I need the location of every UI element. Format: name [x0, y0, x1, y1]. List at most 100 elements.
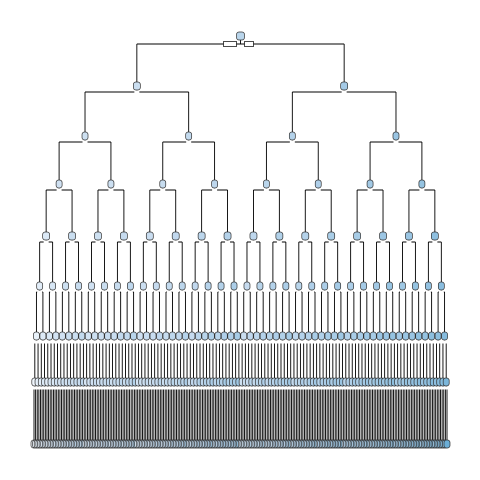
- tree-edge: [308, 290, 316, 332]
- tree-node: [71, 331, 79, 341]
- split-label-box: [395, 386, 401, 390]
- tree-node: [36, 281, 44, 291]
- tree-edge: [224, 386, 228, 440]
- split-label-box: [129, 386, 135, 390]
- tree-edge: [282, 290, 290, 332]
- split-label-box: [58, 386, 64, 390]
- split-label-box: [187, 386, 193, 390]
- tree-node: [344, 331, 351, 341]
- tree-edge: [48, 290, 57, 332]
- tree-edge: [33, 386, 37, 440]
- tree-edge: [220, 240, 235, 282]
- tree-node: [373, 281, 380, 291]
- tree-node: [408, 331, 416, 341]
- split-label-box: [351, 340, 357, 344]
- split-label-box: [272, 386, 278, 390]
- tree-edge: [195, 386, 199, 440]
- split-label-box: [93, 386, 99, 390]
- split-label-box: [380, 240, 386, 244]
- tree-node: [331, 331, 338, 341]
- tree-node: [175, 331, 183, 341]
- split-label-box: [40, 340, 46, 344]
- tree-edge: [358, 340, 363, 378]
- tree-edge: [100, 290, 109, 332]
- tree-edge: [204, 290, 212, 332]
- tree-edge: [408, 188, 436, 232]
- tree-node: [399, 281, 406, 291]
- split-label-box: [32, 386, 38, 390]
- split-label-box: [310, 386, 316, 390]
- split-label-box: [191, 386, 197, 390]
- split-label-box: [119, 386, 125, 390]
- split-label-box: [255, 386, 261, 390]
- tree-edge: [65, 386, 69, 440]
- split-label-box: [354, 240, 360, 244]
- tree-edge: [269, 290, 277, 332]
- tree-edge: [218, 386, 221, 440]
- tree-edge: [377, 340, 382, 378]
- tree-edge: [111, 386, 114, 440]
- tree-node: [324, 331, 332, 341]
- tree-edge: [176, 340, 182, 378]
- tree-edge: [45, 188, 73, 232]
- tree-edge: [87, 290, 96, 332]
- split-label-box: [152, 386, 158, 390]
- split-label-box: [364, 340, 370, 344]
- tree-node: [369, 331, 377, 341]
- tree-edge: [412, 386, 416, 440]
- tree-node: [117, 331, 124, 341]
- tree-edge: [73, 340, 78, 378]
- tree-edge: [222, 340, 227, 378]
- split-label-box: [325, 340, 331, 344]
- split-label-box: [419, 188, 425, 192]
- tree-node: [275, 231, 284, 241]
- split-label-box: [43, 240, 49, 244]
- tree-node: [104, 331, 112, 341]
- split-label-box: [336, 386, 342, 390]
- tree-edge: [208, 386, 211, 440]
- tree-edge: [385, 290, 394, 332]
- tree-edge: [338, 386, 341, 440]
- tree-edge: [428, 386, 432, 440]
- tree-edge: [46, 386, 50, 440]
- tree-edge: [117, 386, 121, 440]
- split-label-box: [275, 386, 281, 390]
- tree-edge: [198, 386, 202, 440]
- split-label-box: [338, 340, 344, 344]
- split-label-box: [359, 386, 365, 390]
- tree-edge: [371, 340, 376, 378]
- tree-edge: [287, 340, 292, 378]
- tree-node: [334, 281, 342, 291]
- split-label-box: [246, 386, 252, 390]
- split-label-box: [284, 386, 290, 390]
- tree-edge: [321, 386, 325, 440]
- tree-node: [442, 377, 450, 387]
- tree-edge: [402, 386, 406, 440]
- tree-edge: [398, 290, 407, 332]
- split-label-box: [186, 140, 192, 144]
- tree-node: [204, 281, 212, 291]
- tree-edge: [438, 386, 441, 440]
- tree-edge: [415, 386, 419, 440]
- root-split-label-right: [244, 41, 254, 47]
- split-label-box: [388, 386, 394, 390]
- tree-edge: [163, 340, 169, 378]
- tree-edge: [364, 340, 369, 378]
- tree-edge: [389, 386, 393, 440]
- split-label-box: [280, 340, 286, 344]
- split-label-box: [85, 340, 91, 344]
- tree-edge: [298, 240, 313, 282]
- tree-edge: [254, 340, 259, 378]
- split-label-box: [404, 386, 410, 390]
- split-label-box: [139, 386, 145, 390]
- tree-node: [350, 331, 358, 341]
- tree-node: [123, 331, 131, 341]
- split-label-box: [134, 90, 140, 94]
- split-label-box: [179, 290, 185, 294]
- split-label-box: [111, 340, 117, 344]
- split-label-box: [66, 340, 72, 344]
- tree-edge: [384, 340, 389, 378]
- tree-edge: [36, 386, 40, 440]
- split-label-box: [50, 290, 56, 294]
